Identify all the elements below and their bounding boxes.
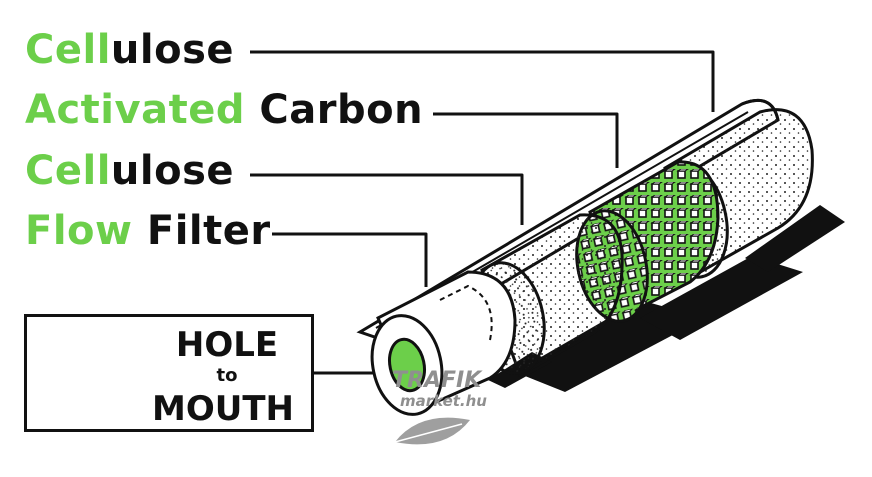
label-cellulose-1-green: Cell [25,27,111,73]
leader-line-cellulose-1 [250,50,715,112]
label-cellulose-2: Cellulose [25,151,234,191]
label-activated-carbon: Activated Carbon [25,90,423,130]
badge-line-mouth: MOUTH [152,389,294,429]
label-flow-filter-green: Flow [25,208,133,254]
watermark-brand: TRAFIK [392,368,482,393]
leader-lines [250,50,715,375]
label-cellulose-1: Cellulose [25,30,234,70]
leaf-icon [394,417,470,445]
label-cellulose-1-black: ulose [110,27,235,73]
badge-line-hole: HOLE [175,325,279,365]
label-activated-carbon-black: Carbon [244,87,424,133]
leader-line-activated-carbon [433,112,619,168]
label-flow-filter: Flow Filter [25,211,271,251]
hole-to-mouth-badge: HOLE to MOUTH [24,314,314,432]
label-activated-carbon-green: Activated [25,87,245,133]
label-cellulose-2-black: ulose [110,148,235,194]
flow-filter-segment [370,270,517,416]
label-cellulose-2-green: Cell [25,148,111,194]
badge-line-to: to [216,365,238,386]
label-flow-filter-black: Filter [132,208,271,254]
watermark-sub: market.hu [400,392,487,410]
leader-line-cellulose-2 [250,173,524,225]
leader-line-flow-filter [272,232,428,287]
